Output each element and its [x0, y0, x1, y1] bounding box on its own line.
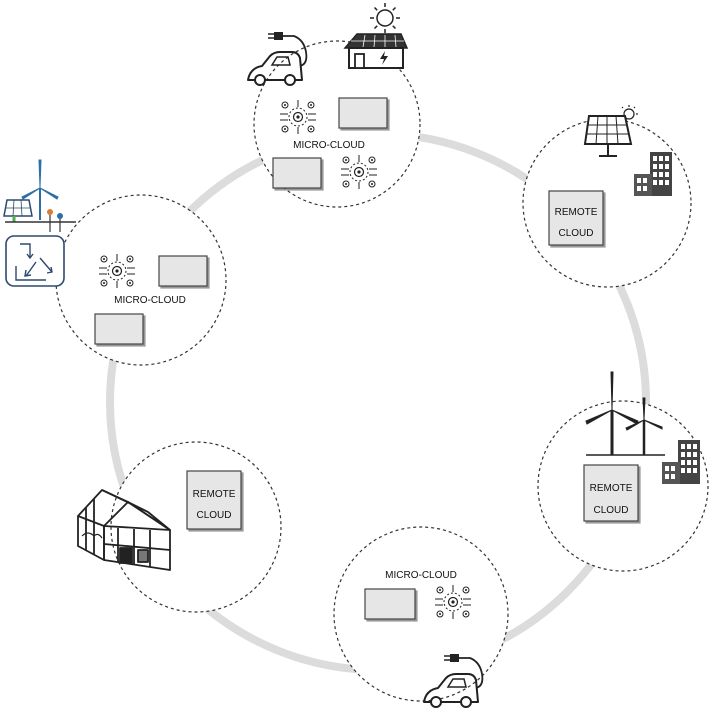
remote-cloud-label-line1: REMOTE: [193, 489, 236, 500]
node-micro-cloud-bottom[interactable]: MICRO-CLOUD: [333, 526, 509, 708]
node-micro-cloud-left[interactable]: MICRO-CLOUD: [3, 159, 227, 366]
server-box: [548, 190, 604, 246]
greenhouse-icon: [77, 489, 171, 571]
server-box: [158, 255, 208, 287]
server-box: [338, 97, 388, 129]
node-micro-cloud-top[interactable]: MICRO-CLOUD: [247, 3, 421, 208]
remote-cloud-label-line2: CLOUD: [593, 505, 628, 516]
smart-grid-icon: [3, 159, 76, 287]
server-box: [94, 313, 144, 345]
server-box: [583, 464, 639, 522]
wind-turbine-icon: [585, 371, 665, 456]
node-remote-cloud-right[interactable]: REMOTE CLOUD: [537, 371, 709, 572]
micro-cloud-label: MICRO-CLOUD: [385, 570, 457, 581]
remote-cloud-label-line1: REMOTE: [555, 207, 598, 218]
sun-icon: [370, 3, 400, 33]
node-remote-cloud-upper-right[interactable]: REMOTE CLOUD: [522, 105, 692, 288]
solar-panel-icon: [583, 105, 638, 157]
server-box: [272, 157, 322, 189]
remote-cloud-label-line2: CLOUD: [558, 228, 593, 239]
server-box: [364, 588, 416, 620]
node-remote-cloud-lower-left[interactable]: REMOTE CLOUD: [77, 441, 282, 613]
solar-house-icon: [343, 33, 409, 69]
remote-cloud-label-line1: REMOTE: [590, 483, 633, 494]
remote-cloud-label-line2: CLOUD: [196, 510, 231, 521]
server-box: [186, 470, 242, 530]
micro-cloud-label: MICRO-CLOUD: [293, 140, 365, 151]
micro-cloud-label: MICRO-CLOUD: [114, 295, 186, 306]
